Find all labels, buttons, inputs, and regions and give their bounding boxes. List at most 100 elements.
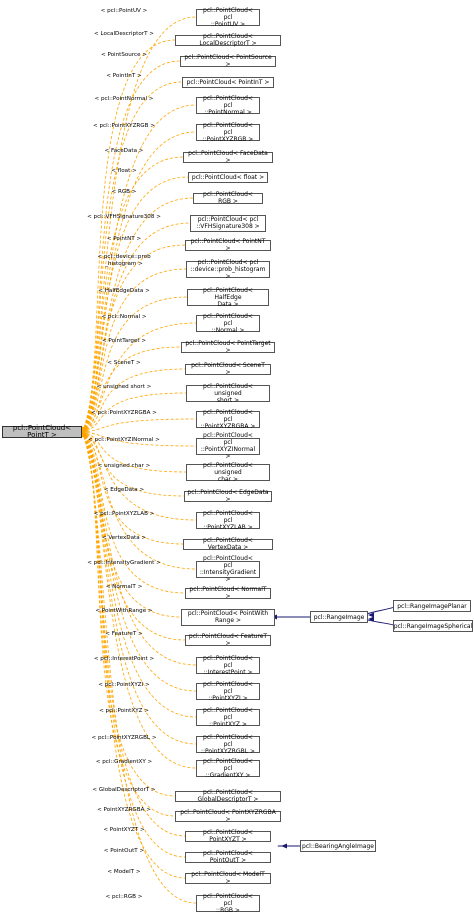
edge-label: < NormalT > [105,584,143,590]
specialization-node[interactable]: pcl::PointCloud< pcl ::PointXYZ > [196,707,260,728]
specialization-node[interactable]: pcl::PointCloud< FeatureT > [185,633,271,647]
specialization-node[interactable]: pcl::PointCloud< pcl ::PointXYZI > [196,681,260,702]
specialization-node[interactable]: pcl::PointCloud< pcl ::PointXYZLAB > [196,510,260,531]
edge-label: < pcl::PointUV > [100,8,148,14]
edge-label: < PointSource > [100,52,148,58]
edge-label: < pcl::PointXYZLAB > [93,511,155,517]
specialization-node[interactable]: pcl::PointCloud< pcl ::PointXYZINormal > [196,432,260,460]
template-edge [81,392,187,433]
edge-label: < pcl::PointNormal > [94,96,154,102]
edge-label: < PointXYZRGBA > [97,807,151,813]
specialization-node[interactable]: pcl::PointCloud< pcl ::PointXYZRGBA > [196,409,260,430]
specialization-node[interactable]: pcl::PointCloud< PointSource > [180,54,276,68]
specialization-node[interactable]: pcl::PointCloud< RGB > [193,191,263,205]
edge-label: < pcl::PointXYZI > [98,682,150,688]
template-edge [81,418,197,433]
template-edge [81,431,197,718]
template-edge [81,431,197,692]
template-edge [81,39,176,433]
range-image-planar-node[interactable]: pcl::RangeImagePlanar [393,600,471,612]
edge-label: < pcl::device::prob _histogram > [97,254,151,267]
specialization-node[interactable]: pcl::PointCloud< FaceData > [183,150,273,164]
specialization-node[interactable]: pcl::PointCloud< PointNT > [185,238,271,252]
template-edge [81,176,189,433]
specialization-node[interactable]: pcl::PointCloud< GlobalDescriptorT > [175,789,281,803]
root-class-node[interactable]: pcl::PointCloud< PointT > [2,425,82,439]
inherit-edge-bearing-arrowhead [281,843,287,849]
specialization-node[interactable]: pcl::PointCloud< pcl ::InterestPoint > [196,655,260,676]
specialization-node[interactable]: pcl::PointCloud< PointTarget > [181,340,275,354]
edge-label: < pcl::IntensityGradient > [87,560,161,566]
specialization-node[interactable]: pcl::PointCloud< LocalDescriptorT > [175,33,281,47]
specialization-node[interactable]: pcl::PointCloud< VertexData > [183,537,273,551]
inherit-edge-spherical [365,618,396,627]
range-image-spherical-node[interactable]: pcl::RangeImageSpherical [393,620,473,632]
template-edge [81,368,186,433]
specialization-node[interactable]: pcl::PointCloud< pcl ::PointNormal > [196,95,260,116]
template-edge [81,431,187,473]
specialization-node[interactable]: pcl::PointCloud< pcl ::VFHSignature308 > [190,214,266,232]
edge-label: < unsigned char > [97,463,151,469]
specialization-node[interactable]: pcl::PointCloud< EdgeData > [184,489,272,503]
edge-label: < pcl::PointXYZRGB > [93,123,155,129]
inherit-edge-spherical-arrowhead [368,616,374,622]
edge-label: < unsigned short > [96,384,152,390]
edge-label: < ModelT > [107,869,141,875]
edge-label: < pcl::PointXYZRGBA > [91,410,157,416]
edge-label: < EdgeData > [103,487,145,493]
specialization-node[interactable]: pcl::PointCloud< pcl ::PointXYZRGB > [196,122,260,143]
specialization-node[interactable]: pcl::PointCloud< PointXYZT > [185,829,271,843]
edge-label: < pcl::GradientXY > [95,759,153,765]
inherit-edge-planar-arrowhead [368,612,374,618]
template-arrowhead [82,428,88,432]
specialization-node[interactable]: pcl::PointCloud< PointXYZRGBA > [175,809,281,823]
specialization-node[interactable]: pcl::PointCloud< PointInT > [182,76,274,88]
inherit-edge-planar [365,605,396,616]
specialization-node[interactable]: pcl::PointCloud< pcl ::GradientXY > [196,758,260,779]
template-edge [81,296,188,433]
specialization-node[interactable]: pcl::PointCloud< PointWith Range > [181,608,275,626]
edge-label: < PointWithRange > [95,608,153,614]
edge-label: < pcl::Normal > [101,314,147,320]
specialization-node[interactable]: pcl::PointCloud< unsigned char > [186,462,270,483]
edge-label: < PointInT > [106,73,142,79]
specialization-node[interactable]: pcl::PointCloud< unsigned short > [186,383,270,404]
edge-label: < HalfEdgeData > [98,288,150,294]
edge-label: < pcl::PointXYZRGBL > [91,735,157,741]
edge-label: < PointNT > [106,236,142,242]
edge-label: < pcl::PointXYZINormal > [88,437,160,443]
template-edge [81,431,176,817]
template-edge [81,431,197,447]
specialization-node[interactable]: pcl::PointCloud< HalfEdge Data > [187,287,269,308]
specialization-node[interactable]: pcl::PointCloud< pcl ::device::prob_hist… [186,259,270,280]
specialization-node[interactable]: pcl::PointCloud< float > [188,171,268,183]
specialization-node[interactable]: pcl::PointCloud< SceneT > [185,362,271,376]
template-edge [81,156,184,433]
template-edge [81,431,197,666]
edge-label: < LocalDescriptorT > [94,31,154,37]
specialization-node[interactable]: pcl::PointCloud< pcl ::PointUV > [196,7,260,28]
template-edge [81,268,187,433]
edge-label: < pcl::InterestPoint > [93,656,155,662]
specialization-node[interactable]: pcl::PointCloud< pcl ::RGB > [196,893,260,914]
template-edge [81,81,183,433]
range-image-node[interactable]: pcl::RangeImage [310,611,368,623]
specialization-node[interactable]: pcl::PointCloud< NormalT > [185,586,271,600]
template-edge [81,431,185,497]
specialization-node[interactable]: pcl::PointCloud< pcl ::PointXYZRGBL > [196,734,260,755]
specialization-node[interactable]: pcl::PointCloud< pcl ::Normal > [196,313,260,334]
template-edge [81,431,197,769]
template-edge [81,346,182,433]
edge-label: < RGB > [111,189,137,195]
specialization-node[interactable]: pcl::PointCloud< ModelT > [185,871,271,885]
edge-label: < pcl::VFHSignature308 > [87,214,161,220]
bearing-angle-image-node[interactable]: pcl::BearingAngleImage [300,840,376,852]
edge-label: < float > [111,168,137,174]
edge-label: < VertexData > [101,535,147,541]
specialization-node[interactable]: pcl::PointCloud< pcl ::IntensityGradient… [196,555,260,583]
template-edge [81,431,197,521]
template-edge [81,222,191,433]
specialization-node[interactable]: pcl::PointCloud< PointOutT > [185,850,271,864]
edge-label: < PointXYZT > [103,827,145,833]
